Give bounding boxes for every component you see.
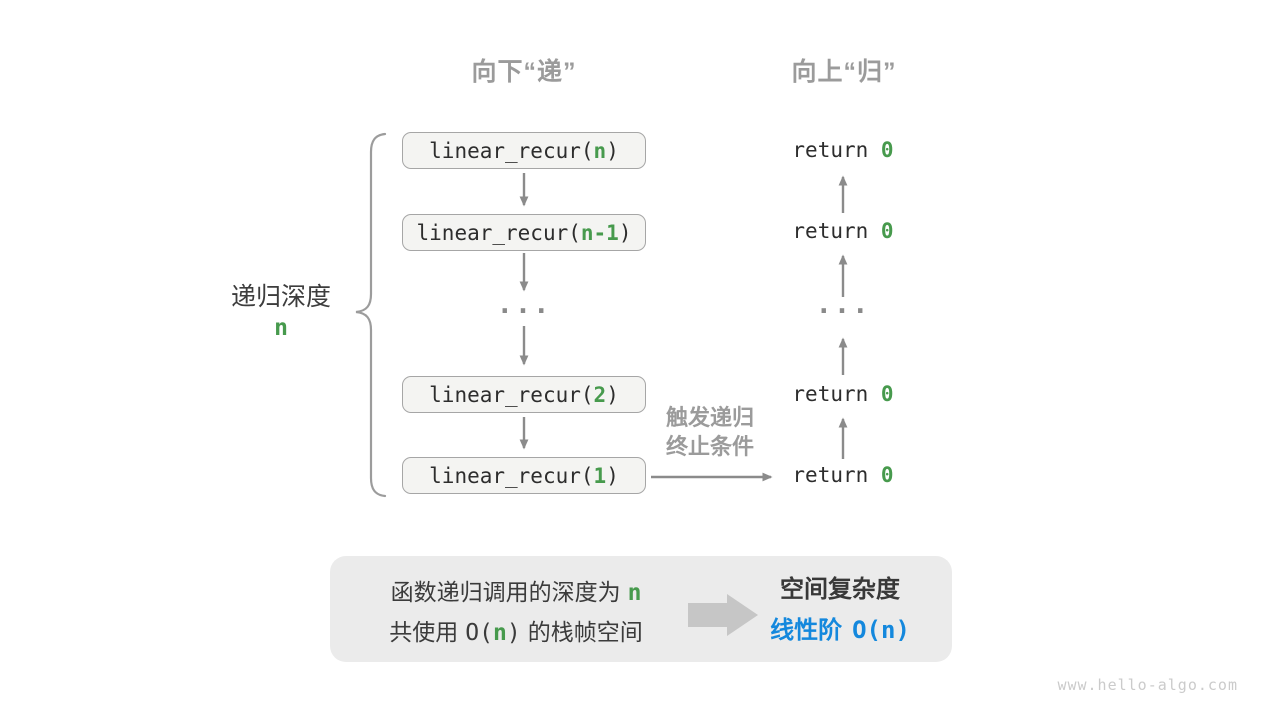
summary-panel (330, 556, 952, 662)
call-arg: n-1 (580, 220, 619, 245)
call-text: linear_recur( (429, 463, 594, 488)
header-descend: 向下“递” (471, 58, 577, 86)
watermark-url: www.hello-algo.com (1057, 676, 1238, 694)
summary-line2-n: n (492, 620, 507, 646)
ellipsis-ascend: ... (815, 289, 871, 320)
return-value: 0 (880, 382, 894, 406)
depth-value: n (274, 315, 288, 341)
return-line: return 0 (758, 380, 928, 409)
ellipsis-descend: ... (496, 289, 552, 320)
base-case-line2: 终止条件 (665, 434, 754, 459)
call-text: linear_recur( (429, 382, 594, 407)
return-keyword: return (792, 219, 881, 243)
call-box-1: linear_recur(1) (402, 457, 646, 494)
call-box-2: linear_recur(2) (402, 376, 646, 413)
return-value: 0 (880, 219, 894, 243)
return-keyword: return (792, 138, 881, 162)
depth-label: 递归深度 (230, 283, 331, 311)
call-text: linear_recur( (429, 138, 594, 163)
call-box-n-1: linear_recur(n-1) (402, 214, 646, 251)
call-arg: 2 (593, 382, 607, 407)
return-line: return 0 (758, 461, 928, 490)
summary-line2-open-paren: O( (465, 620, 493, 646)
summary-line2-close-paren: ) (506, 620, 521, 646)
call-text: ) (606, 382, 619, 407)
call-text: ) (606, 463, 619, 488)
call-text: ) (606, 138, 619, 163)
summary-line2-lead: 共使用 (389, 619, 459, 645)
summary-line1-n: n (627, 580, 642, 606)
result-title: 空间复杂度 (780, 576, 900, 603)
return-line: return 0 (758, 217, 928, 246)
call-arg: 1 (593, 463, 607, 488)
return-value: 0 (880, 138, 894, 162)
return-keyword: return (792, 463, 881, 487)
call-box-n: linear_recur(n) (402, 132, 646, 169)
header-ascend: 向上“归” (791, 58, 897, 86)
call-arg: n (593, 138, 607, 163)
base-case-note: 触发递归 终止条件 (636, 403, 784, 461)
result-prefix: 线性阶 (770, 617, 843, 644)
summary-line1-text: 函数递归调用的深度为 (390, 579, 621, 605)
summary-line2-tail: 的栈帧空间 (527, 619, 643, 645)
return-keyword: return (792, 382, 881, 406)
call-text: ) (618, 220, 632, 245)
result-value: 线性阶 O(n) (700, 615, 980, 645)
result-formula: O(n) (852, 616, 910, 644)
return-line: return 0 (758, 136, 928, 165)
call-text: linear_recur( (416, 220, 581, 245)
base-case-line1: 触发递归 (665, 405, 754, 430)
return-value: 0 (880, 463, 894, 487)
